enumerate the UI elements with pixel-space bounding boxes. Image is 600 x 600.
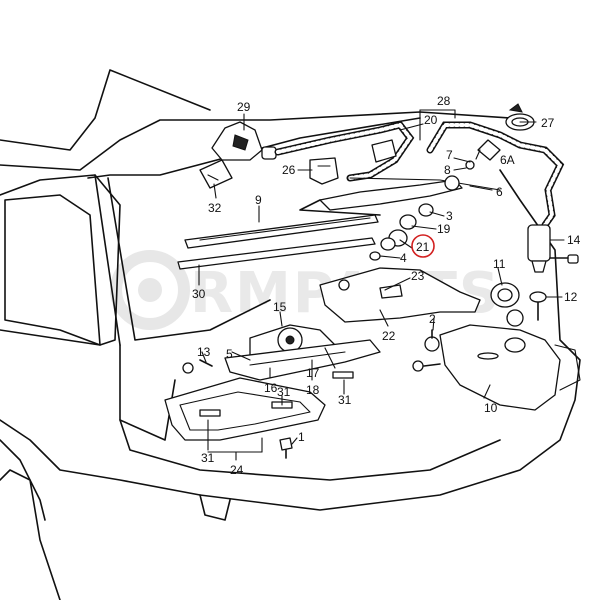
label-28: 28	[437, 94, 451, 108]
label-15: 15	[273, 300, 287, 314]
label-7: 7	[446, 148, 453, 162]
label-16: 16	[264, 381, 278, 395]
part-32-plate	[199, 159, 233, 189]
label-6A: 6A	[500, 153, 515, 167]
part-12-grommet	[529, 291, 547, 321]
label-19: 19	[437, 222, 451, 236]
part-14-pump	[527, 224, 579, 273]
label-31-upper: 31	[277, 385, 291, 399]
part-22-23-cover	[319, 267, 481, 323]
part-29-housing	[211, 121, 277, 161]
label-9: 9	[255, 193, 262, 207]
part-16-18-bracket	[224, 339, 381, 381]
part-labels: 29 28 20 27 26 7 6A 8 6 32 9 3 19 21 4 1…	[192, 94, 581, 477]
washer-hose	[274, 121, 565, 229]
label-24: 24	[230, 463, 244, 477]
part-30-wiper-blade	[177, 214, 379, 270]
label-31-lower: 31	[201, 451, 215, 465]
label-12: 12	[564, 290, 578, 304]
gear-icon	[110, 250, 190, 330]
label-30: 30	[192, 287, 206, 301]
label-31-right: 31	[338, 393, 352, 407]
label-22: 22	[382, 329, 396, 343]
highlight-ring-21	[411, 234, 435, 258]
label-5: 5	[226, 347, 233, 361]
label-29: 29	[237, 100, 251, 114]
part-27-clamp	[505, 103, 535, 131]
label-26: 26	[282, 163, 296, 177]
label-27: 27	[541, 116, 555, 130]
part-11-cap	[490, 282, 520, 308]
part-10-reservoir	[439, 309, 561, 411]
label-18: 18	[306, 383, 320, 397]
label-6: 6	[496, 185, 503, 199]
label-20: 20	[424, 113, 438, 127]
label-8: 8	[444, 163, 451, 177]
part-26-clip	[309, 157, 339, 185]
label-1: 1	[298, 430, 305, 444]
part-24-trim-panel	[164, 371, 354, 441]
label-10: 10	[484, 401, 498, 415]
part-2-13-5-screws	[412, 329, 441, 372]
label-2: 2	[429, 312, 436, 326]
part-9-wiper-arm	[299, 175, 463, 216]
label-4: 4	[400, 251, 407, 265]
leader-lines	[198, 109, 565, 461]
label-23: 23	[411, 269, 425, 283]
label-21: 21	[416, 240, 430, 254]
label-3: 3	[446, 209, 453, 223]
part-17-bolt	[182, 359, 213, 374]
label-32: 32	[208, 201, 222, 215]
label-11: 11	[493, 257, 506, 271]
part-1-clip	[279, 437, 293, 459]
label-13: 13	[197, 345, 211, 359]
label-17: 17	[306, 366, 320, 380]
label-14: 14	[567, 233, 581, 247]
